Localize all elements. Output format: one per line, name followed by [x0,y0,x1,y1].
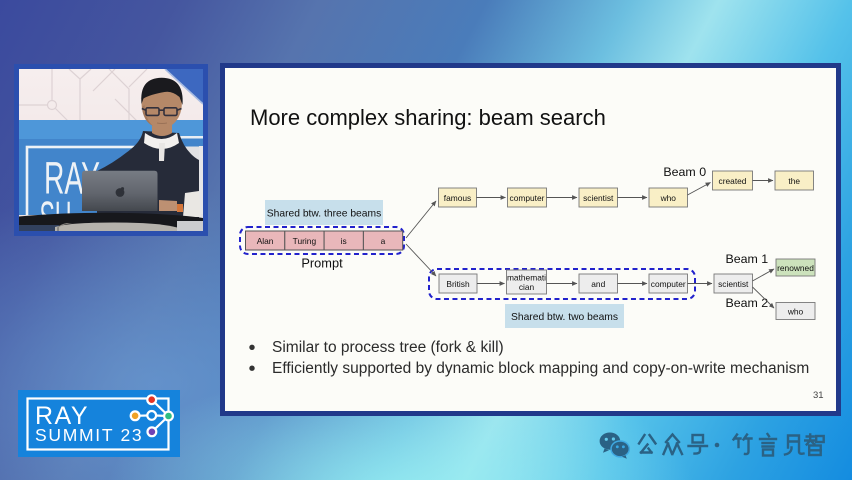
svg-text:is: is [341,236,347,246]
svg-text:and: and [591,279,605,289]
svg-text:created: created [719,176,747,186]
svg-text:scientist: scientist [583,193,614,203]
svg-text:Alan: Alan [257,236,274,246]
svg-text:a: a [381,236,386,246]
svg-text:cian: cian [519,282,535,292]
svg-text:the: the [788,176,800,186]
svg-text:Similar to process tree (fork: Similar to process tree (fork & kill) [272,339,504,356]
svg-text:Prompt: Prompt [301,256,343,271]
svg-text:scientist: scientist [718,279,749,289]
svg-text:Turing: Turing [293,236,317,246]
svg-text:Beam 1: Beam 1 [726,252,769,266]
svg-text:Shared btw. three beams: Shared btw. three beams [267,209,381,220]
svg-text:Efficiently supported by dynam: Efficiently supported by dynamic block m… [272,360,809,377]
svg-text:who: who [660,193,677,203]
svg-text:computer: computer [510,193,545,203]
svg-text:renowned: renowned [777,263,814,273]
svg-text:More complex sharing: beam sea: More complex sharing: beam search [250,105,606,130]
svg-text:computer: computer [651,279,686,289]
svg-text:RAY: RAY [35,402,89,430]
svg-text:British: British [446,279,470,289]
svg-text:Shared btw. two beams: Shared btw. two beams [511,312,618,323]
svg-text:famous: famous [444,193,471,203]
svg-text:31: 31 [813,390,824,401]
svg-text:Beam 2: Beam 2 [726,296,769,310]
svg-text:SUMMIT 23: SUMMIT 23 [35,425,143,445]
svg-text:Beam 0: Beam 0 [663,165,706,179]
svg-text:mathemati: mathemati [507,273,546,283]
svg-text:who: who [787,306,804,316]
